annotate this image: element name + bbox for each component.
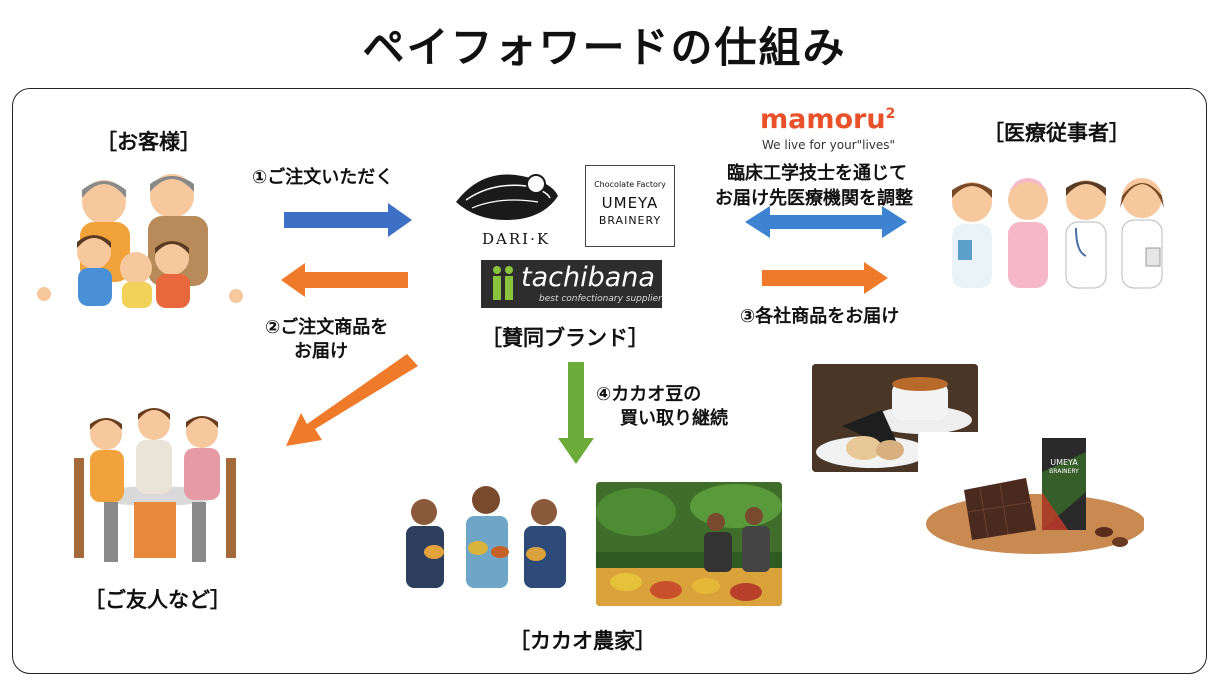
bar-package-line2: BRAINERY xyxy=(1049,468,1079,475)
label-medical-staff: ［医療従事者］ xyxy=(983,121,1130,145)
caption-step4-line1: ④カカオ豆の xyxy=(596,384,702,405)
farmers-group-photo xyxy=(396,480,576,588)
caption-step2-line2: お届け xyxy=(294,341,348,362)
arrow-step4 xyxy=(558,362,594,464)
tea-sweets-photo xyxy=(812,364,978,472)
tachibana-mark-icon xyxy=(493,266,513,300)
arrow-step1 xyxy=(284,203,412,237)
tachibana-logo-name: tachibana xyxy=(521,262,655,293)
label-friends: ［ご友人など］ xyxy=(84,588,231,612)
arrow-step2 xyxy=(281,263,408,297)
arrow-step3 xyxy=(762,262,888,294)
umeya-logo-line2: BRAINERY xyxy=(598,214,662,227)
arrow-coordination xyxy=(745,206,907,238)
cacao-field-scene xyxy=(596,482,782,606)
bar-package-line1: UMEYA xyxy=(1050,458,1078,467)
arrow-to-friends xyxy=(286,354,418,446)
friends-illustration xyxy=(74,408,236,562)
mamoru-logo-word: mamoru xyxy=(760,104,886,135)
dari-k-logo-mark xyxy=(456,174,558,220)
umeya-logo-subtitle: Chocolate Factory xyxy=(594,180,666,189)
caption-coordination-line1: 臨床工学技士を通じて xyxy=(727,163,907,184)
diagram-frame xyxy=(12,88,1207,674)
family-illustration xyxy=(37,174,243,308)
chocolate-bar-photo: UMEYA BRAINERY xyxy=(918,432,1144,558)
caption-coordination-line2: お届け先医療機関を調整 xyxy=(715,188,913,209)
dari-k-logo-text: DARI·K xyxy=(482,230,551,248)
tachibana-logo: tachibana best confectionary supplier xyxy=(481,260,662,308)
tachibana-logo-tagline: best confectionary supplier xyxy=(539,294,662,304)
tea-sweets-scene xyxy=(812,364,978,472)
label-brands: ［賛同ブランド］ xyxy=(481,326,649,350)
label-customer: ［お客様］ xyxy=(96,130,201,154)
label-farmers: ［カカオ農家］ xyxy=(509,629,656,653)
mamoru-logo-tagline: We live for your"lives" xyxy=(762,138,896,152)
caption-step2-line1: ②ご注文商品を xyxy=(265,317,389,338)
caption-step4-line2: 買い取り継続 xyxy=(620,408,728,429)
mamoru-logo-name: mamoru2 xyxy=(760,104,895,135)
caption-step1: ①ご注文いただく xyxy=(252,167,394,188)
umeya-logo-line1: UMEYA xyxy=(601,194,659,212)
umeya-brainery-logo: Chocolate Factory UMEYA BRAINERY xyxy=(585,165,675,247)
medical-staff-illustration xyxy=(952,178,1164,289)
chocolate-bar-scene xyxy=(926,438,1144,554)
farmers-group-figures xyxy=(406,486,566,588)
page-title: ペイフォワードの仕組み xyxy=(362,23,847,72)
caption-step3: ③各社商品をお届け xyxy=(740,306,900,327)
mamoru-logo-superscript: 2 xyxy=(885,106,896,122)
cacao-field-photo xyxy=(596,482,782,606)
